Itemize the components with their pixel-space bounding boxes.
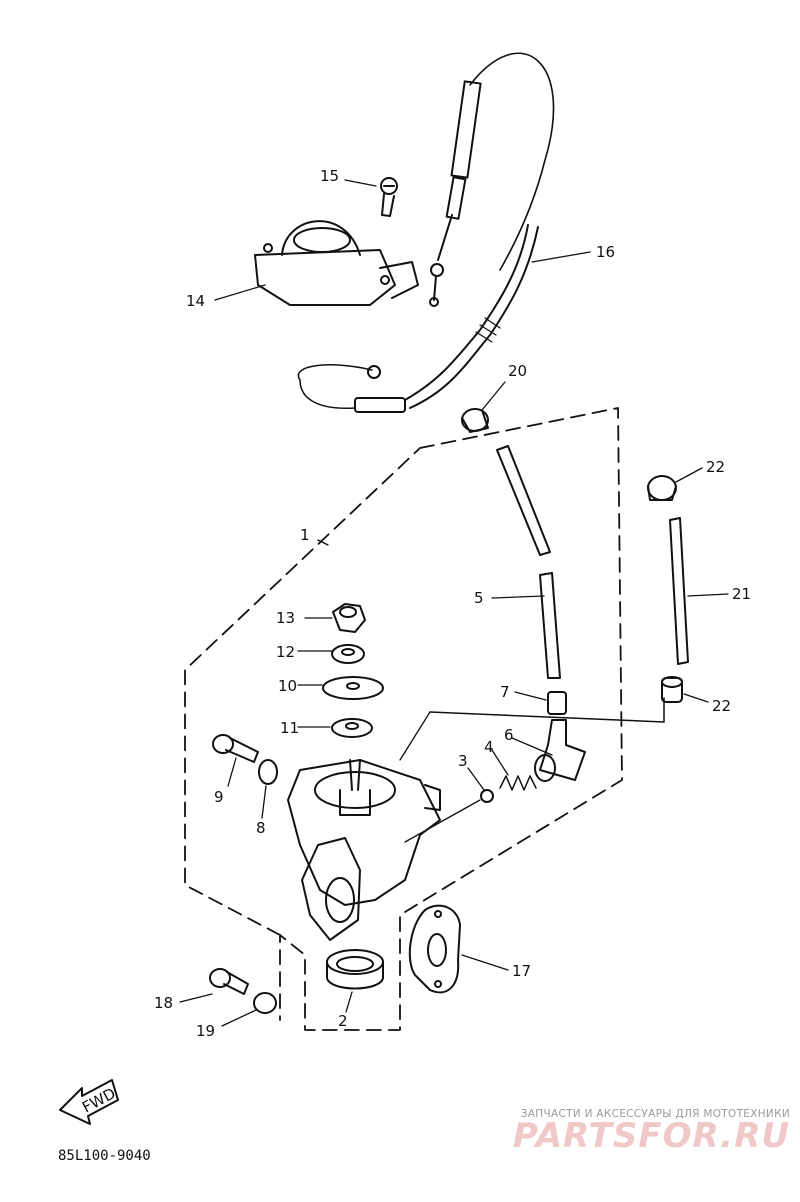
bolt-9 <box>212 734 259 763</box>
pump-body <box>287 759 441 941</box>
washer-8 <box>258 759 278 785</box>
hose-21 <box>669 517 689 665</box>
cover-screw <box>380 177 398 217</box>
callout-5: 5 <box>474 589 484 607</box>
watermark-brand: PARTSFOR.RU <box>512 1116 790 1156</box>
washer-19 <box>253 992 277 1014</box>
callout-21: 21 <box>732 585 751 603</box>
callout-20: 20 <box>508 362 527 380</box>
nut-13 <box>332 603 366 633</box>
hose-routing-line <box>429 697 665 723</box>
cap-22-top <box>647 475 677 501</box>
throttle-cable <box>429 52 555 307</box>
assembly-boundary <box>184 407 623 1031</box>
callout-19: 19 <box>196 1022 215 1040</box>
pump-cover <box>254 220 419 306</box>
callout-10: 10 <box>278 677 297 695</box>
callout-7: 7 <box>500 683 510 701</box>
callout-12: 12 <box>276 643 295 661</box>
callout-2: 2 <box>338 1012 348 1030</box>
fwd-arrow-icon <box>59 1079 119 1125</box>
callout-22-bottom: 22 <box>712 697 731 715</box>
callout-9: 9 <box>214 788 224 806</box>
hose-16 <box>297 224 539 413</box>
gasket-17 <box>408 904 461 994</box>
washer-10 <box>322 676 384 700</box>
callout-16: 16 <box>596 243 615 261</box>
callout-17: 17 <box>512 962 531 980</box>
bolt-18 <box>209 968 249 995</box>
callout-13: 13 <box>276 609 295 627</box>
callout-22-top: 22 <box>706 458 725 476</box>
callout-1: 1 <box>300 526 310 544</box>
callout-14: 14 <box>186 292 205 310</box>
elbow-fitting-6 <box>534 719 586 782</box>
watermark-tagline: ЗАПЧАСТИ И АКСЕССУАРЫ ДЛЯ МОТОТЕХНИКИ <box>520 1108 790 1120</box>
callout-8: 8 <box>256 819 266 837</box>
clip-22-bottom <box>661 676 683 703</box>
drawing-code: 85L100-9040 <box>58 1148 151 1164</box>
leader-lines <box>179 179 729 1027</box>
cap-20 <box>461 408 489 433</box>
callout-3: 3 <box>458 752 468 770</box>
callout-18: 18 <box>154 994 173 1012</box>
spring-4 <box>499 775 537 791</box>
hose-5 <box>496 445 561 679</box>
callout-15: 15 <box>320 167 339 185</box>
lock-washer-12 <box>331 644 365 664</box>
callout-4: 4 <box>484 738 494 756</box>
washer-11 <box>331 718 373 738</box>
callout-11: 11 <box>280 719 299 737</box>
clip-7 <box>547 691 567 715</box>
check-ball-3 <box>480 789 494 803</box>
callout-6: 6 <box>504 726 514 744</box>
oil-seal-2 <box>326 949 384 990</box>
